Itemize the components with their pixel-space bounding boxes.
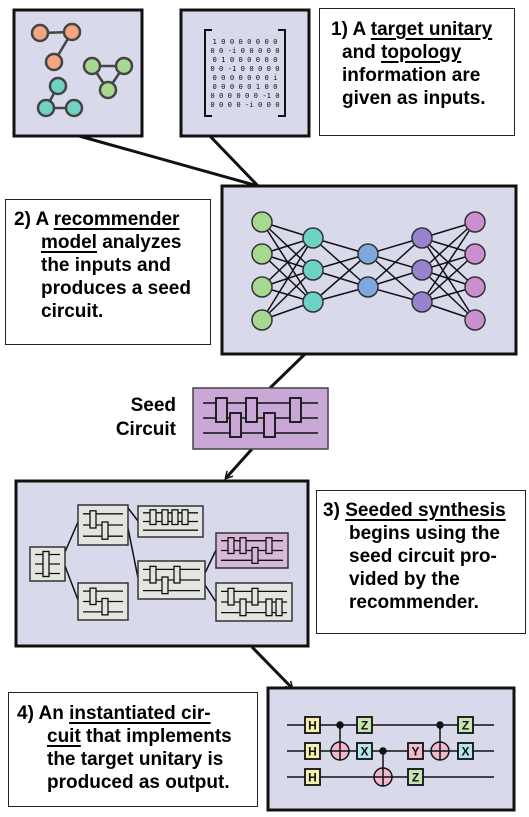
arrow-seed-to-synthesis xyxy=(224,447,254,480)
z-gate: Z xyxy=(407,768,424,786)
nn-node xyxy=(251,276,273,298)
tree-node-d xyxy=(137,560,206,600)
cnot-target-2 xyxy=(373,767,393,787)
nn-node xyxy=(251,211,273,233)
nn-edge xyxy=(421,253,476,303)
nn-node xyxy=(464,276,486,298)
nn-node xyxy=(302,291,324,313)
matrix-values: 1 0 0 0 0 0 0 0 0 0 -i 0 0 0 0 0 0 1 0 0… xyxy=(210,37,279,109)
seed-label-line-2: Circuit xyxy=(115,419,176,440)
nn-node xyxy=(411,259,433,281)
svg-text:X: X xyxy=(360,745,368,759)
nn-node xyxy=(251,309,273,331)
seed-circuit-label: Seed Circuit xyxy=(104,394,176,442)
seed-label-line-1: Seed xyxy=(130,395,176,416)
tree-root-node xyxy=(29,546,66,582)
svg-text:Z: Z xyxy=(412,771,419,785)
nn-edge xyxy=(421,221,476,303)
matrix-row: 0 0 -i 0 0 0 0 0 xyxy=(210,46,279,55)
matrix-left-bracket xyxy=(204,29,212,117)
nn-edge xyxy=(421,221,476,271)
arrow-synthesis-to-output xyxy=(250,645,294,690)
nn-nodes xyxy=(251,211,486,331)
cnot-target-1 xyxy=(330,741,350,761)
step-2-caption: 2) A recommender model analyzes the inpu… xyxy=(5,199,211,345)
svg-text:H: H xyxy=(308,771,317,785)
tree-node-f xyxy=(215,582,293,622)
nn-node xyxy=(251,243,273,265)
svg-text:H: H xyxy=(308,745,317,759)
svg-text:X: X xyxy=(461,745,469,759)
arrow-graph-to-model xyxy=(71,132,261,189)
nn-node xyxy=(464,243,486,265)
matrix-row: 1 0 0 0 0 0 0 0 xyxy=(213,37,278,46)
cnot-targets xyxy=(330,741,450,787)
step-3-caption: 3) Seeded synthesis begins using the see… xyxy=(316,490,526,634)
nn-edge xyxy=(261,237,314,288)
cnot-target-3 xyxy=(430,741,450,761)
nn-node xyxy=(464,211,486,233)
nn-node xyxy=(411,227,433,249)
topology-graph-green xyxy=(82,56,134,100)
h-gate: H xyxy=(304,742,321,760)
matrix-row: 0 1 0 0 0 0 0 0 xyxy=(213,55,278,64)
nn-node xyxy=(357,243,379,265)
nn-edge xyxy=(312,253,369,303)
z-gate: Z xyxy=(457,716,474,734)
matrix-row: 0 0 0 0 0 0 -1 0 xyxy=(210,91,279,100)
arrow-matrix-to-model xyxy=(206,132,260,188)
svg-text:Z: Z xyxy=(361,719,368,733)
nn-node xyxy=(302,259,324,281)
nn-edge xyxy=(261,237,314,321)
nn-node xyxy=(357,276,379,298)
svg-text:H: H xyxy=(308,719,317,733)
tree-node-b xyxy=(77,582,129,621)
step-1-caption: 1) A target unitary and topology informa… xyxy=(319,8,515,136)
matrix-right-bracket xyxy=(278,29,286,117)
tree-node-e xyxy=(215,532,289,569)
topology-graph-orange xyxy=(30,22,82,72)
nn-edge xyxy=(261,269,314,321)
nn-edge xyxy=(367,237,423,288)
synthesis-tree-edges xyxy=(64,507,217,603)
recommender-model-panel xyxy=(220,184,518,356)
synthesis-tree-nodes xyxy=(29,504,293,622)
y-gate: Y xyxy=(407,742,424,760)
nn-node xyxy=(464,309,486,331)
h-gate: H xyxy=(304,768,321,786)
seed-circuit-blocks xyxy=(215,397,302,438)
matrix-row: 0 0 0 0 0 0 0 i xyxy=(213,73,278,82)
arrow-model-to-seed xyxy=(268,352,307,390)
gate-boxes: H H H Z X Y Z Z X xyxy=(304,716,474,786)
matrix-row: 0 0 0 0 0 1 0 0 xyxy=(213,82,278,91)
svg-text:Y: Y xyxy=(411,745,419,759)
x-gate: X xyxy=(457,742,474,760)
unitary-panel xyxy=(179,8,311,138)
matrix-row: 0 0 -1 0 0 0 0 0 xyxy=(210,64,279,73)
tree-node-a xyxy=(77,504,129,546)
step-4-caption: 4) An instantiated cir- cuit that implem… xyxy=(8,692,258,807)
topology-graph-teal xyxy=(36,76,84,118)
matrix-row: 0 0 0 0 -i 0 0 0 xyxy=(210,100,279,109)
h-gate: H xyxy=(304,716,321,734)
nn-node xyxy=(411,291,433,313)
svg-text:Z: Z xyxy=(462,719,469,733)
z-gate: Z xyxy=(356,716,373,734)
tree-node-c xyxy=(137,505,204,538)
x-gate: X xyxy=(356,742,373,760)
nn-node xyxy=(302,227,324,249)
